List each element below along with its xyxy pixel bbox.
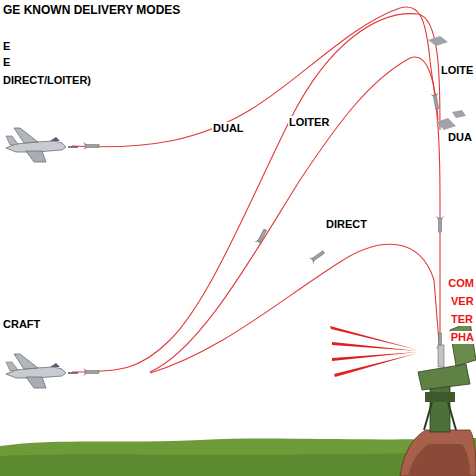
aircraft: [6, 128, 78, 162]
mode-label: DUAL: [212, 122, 245, 135]
aircraft: [6, 354, 78, 388]
trajectory: [72, 7, 440, 373]
mode-label: E: [2, 40, 11, 53]
phase-label: COM: [447, 277, 475, 290]
missile-icon: [428, 36, 448, 46]
phase-label: TER: [450, 313, 474, 326]
mode-label: LOITER: [288, 116, 330, 129]
phase-label: PHA: [450, 331, 475, 344]
diagram-title: GE KNOWN DELIVERY MODES: [2, 4, 181, 17]
mode-label: DIRECT: [325, 218, 368, 231]
mode-label: E: [2, 56, 11, 69]
mode-label: DUA: [447, 131, 473, 144]
mode-label: LOITE: [440, 64, 474, 77]
radar-beam: [330, 326, 418, 377]
phase-label: VER: [450, 295, 475, 308]
launcher: [400, 322, 476, 476]
mode-label: DIRECT/LOITER): [2, 74, 92, 87]
mode-label: CRAFT: [2, 318, 41, 331]
